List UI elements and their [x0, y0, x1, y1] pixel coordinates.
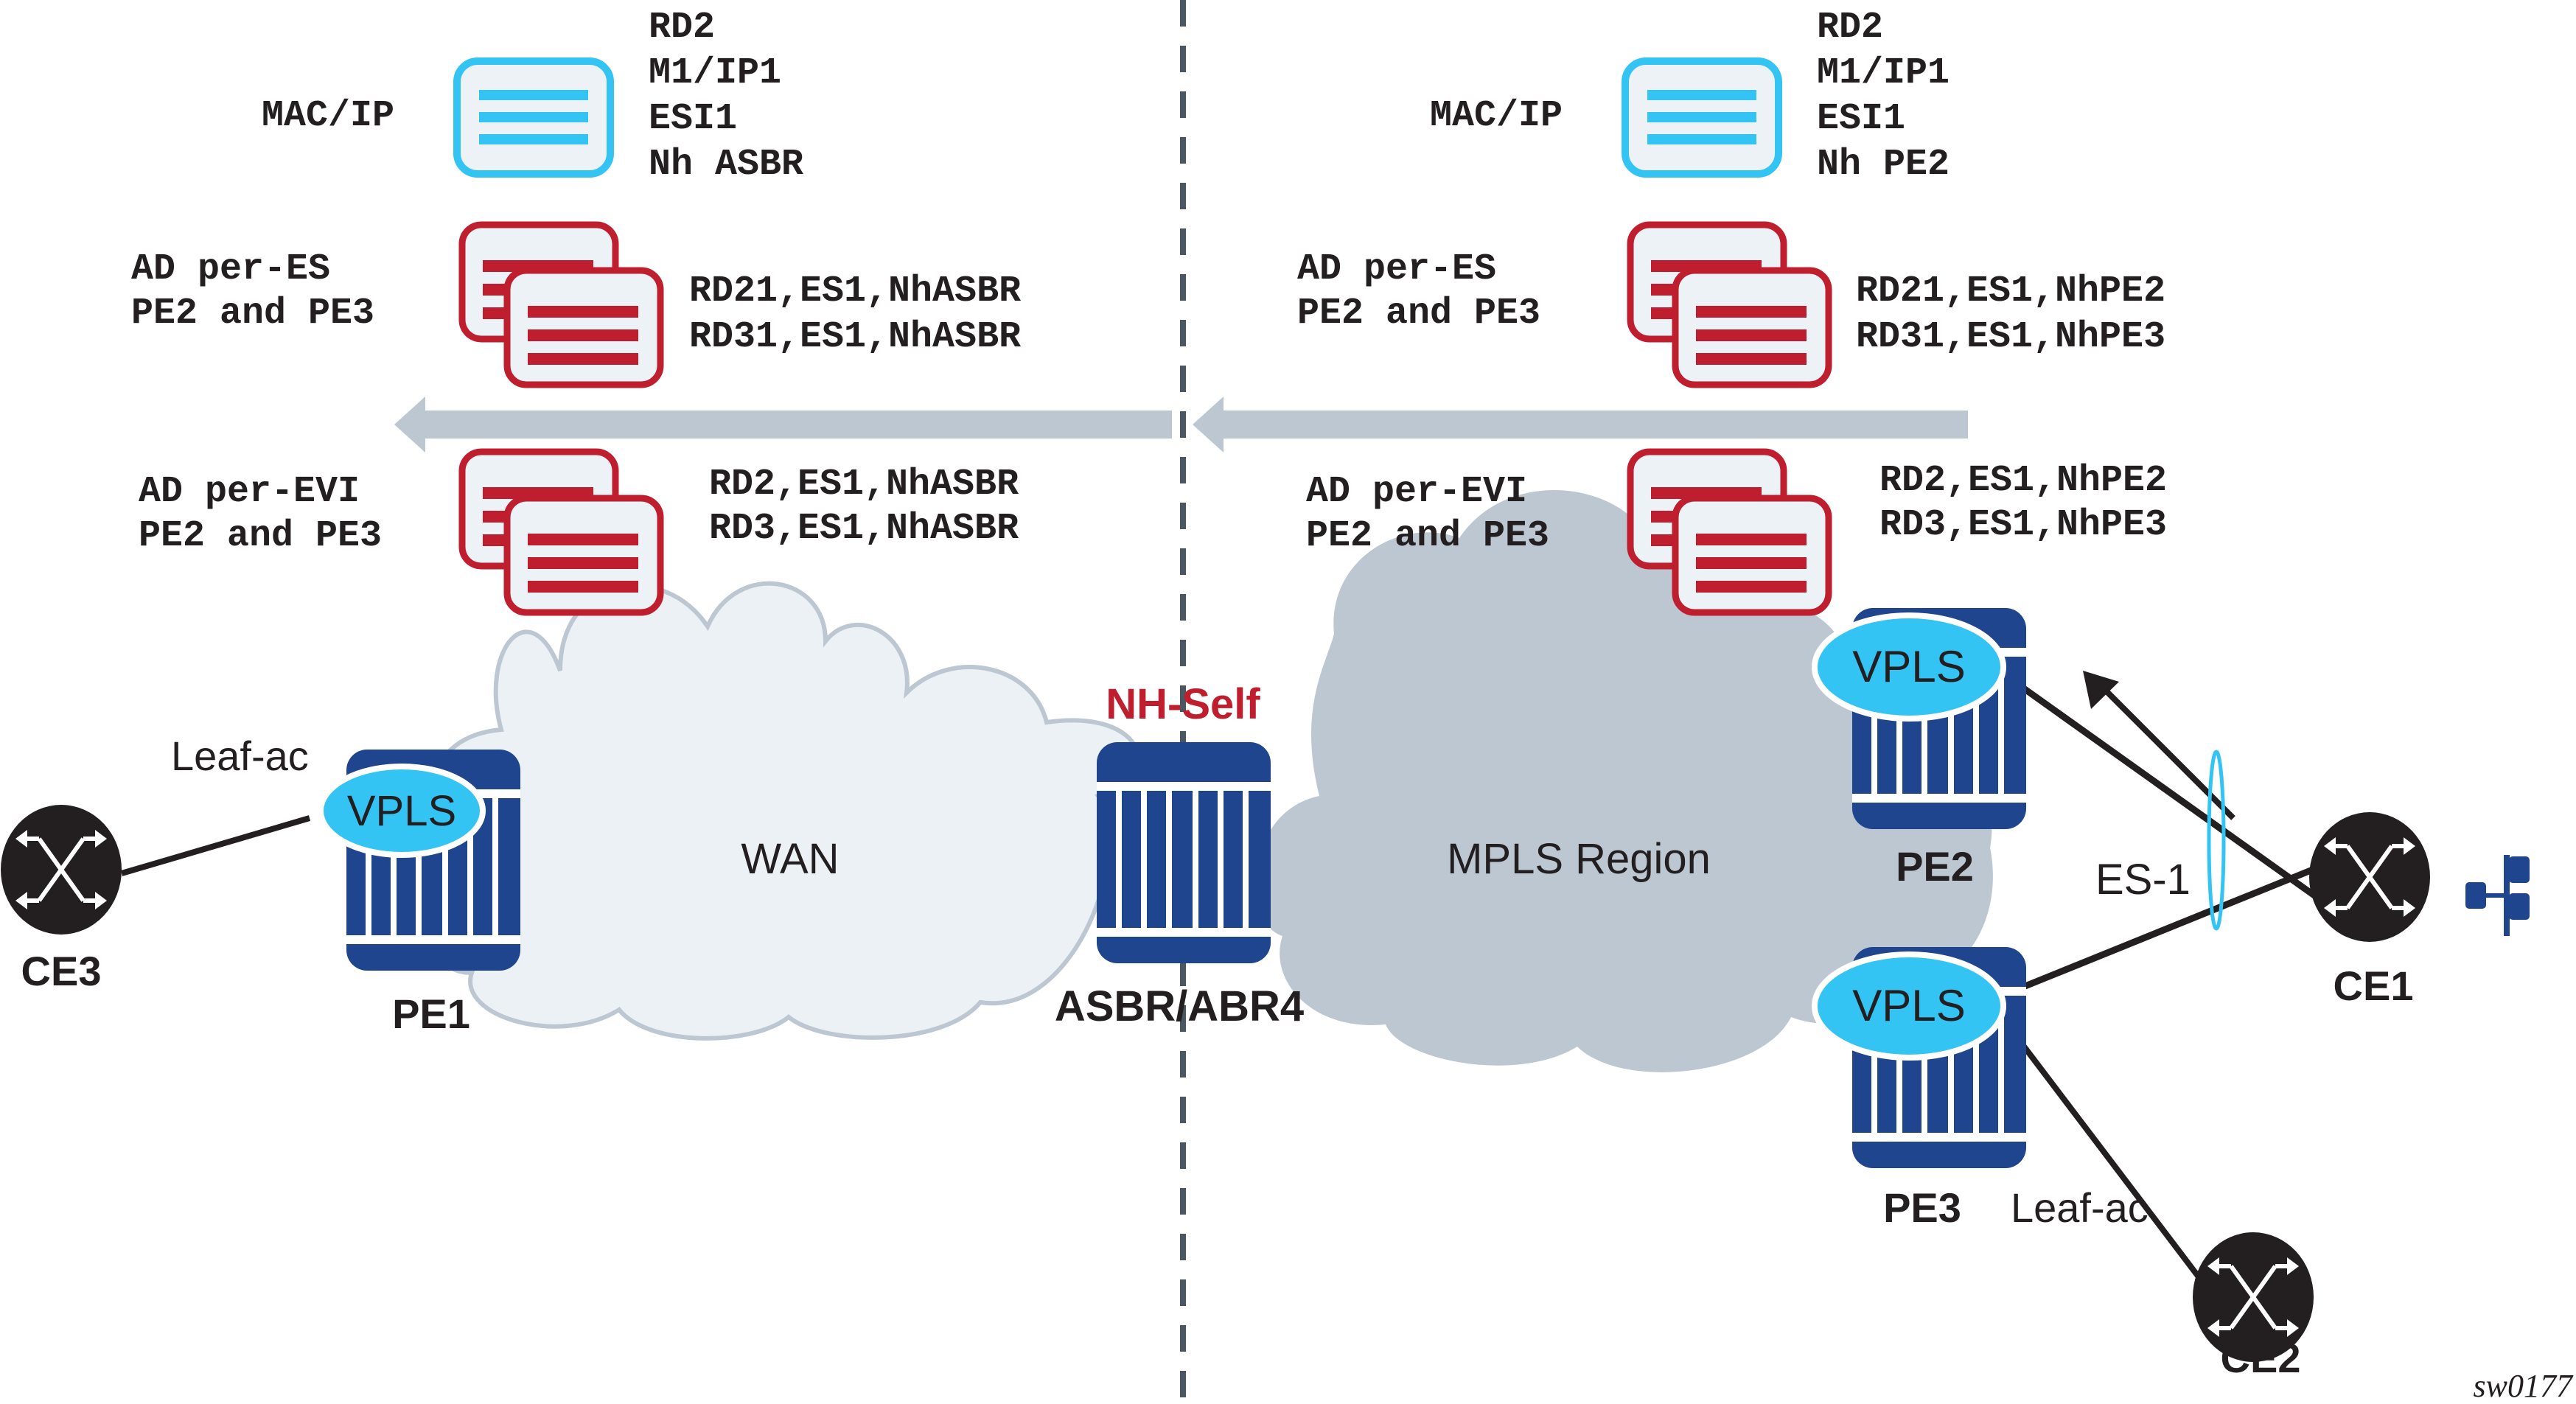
link-ce3-pe1	[120, 815, 311, 876]
vpls-label: VPLS	[1852, 642, 1965, 691]
link-pe2-ce1	[1997, 668, 2317, 898]
right-ad-per-es-label: AD per-ES	[1297, 248, 1496, 290]
ce1-switch[interactable]: CE1	[2309, 812, 2430, 1009]
link-pe3-ce1	[2002, 862, 2323, 999]
wan-label: WAN	[741, 835, 839, 883]
left-mac-ip-line: RD2	[649, 7, 715, 49]
es-1-label: ES-1	[2095, 856, 2191, 904]
left-ad-per-evi-label: AD per-EVI	[139, 471, 360, 513]
pe3-leaf-ac-label: Leaf-ac	[2011, 1184, 2149, 1231]
right-ad-per-evi-line: RD3,ES1,NhPE3	[1879, 504, 2167, 546]
route-card-icon	[507, 270, 660, 385]
left-ad-per-es-route: AD per-ES PE2 and PE3 RD21,ES1,NhASBR RD…	[131, 225, 1021, 385]
mac-ip-route-icon	[1625, 61, 1779, 174]
pe2-router[interactable]: VPLS PE2	[1812, 608, 2026, 890]
ce3-switch[interactable]: CE3	[1, 805, 122, 994]
right-ad-per-evi-route: AD per-EVI PE2 and PE3 RD2,ES1,NhPE2 RD3…	[1306, 452, 2167, 612]
pe2-label: PE2	[1896, 843, 1974, 890]
pe1-leaf-ac-label: Leaf-ac	[171, 733, 309, 779]
mpls-region-label: MPLS Region	[1447, 835, 1711, 883]
pe3-label: PE3	[1883, 1184, 1961, 1231]
right-mac-ip-line: Nh PE2	[1817, 144, 1950, 186]
left-ad-per-es-line: RD21,ES1,NhASBR	[689, 270, 1021, 312]
asbr-label: ASBR/ABR4	[1055, 982, 1304, 1030]
right-mac-ip-line: ESI1	[1817, 98, 1905, 140]
left-ad-per-es-label: AD per-ES	[131, 248, 330, 290]
right-ad-per-es-route: AD per-ES PE2 and PE3 RD21,ES1,NhPE2 RD3…	[1297, 225, 2165, 385]
ce3-label: CE3	[21, 948, 102, 994]
pe3-router[interactable]: VPLS PE3	[1812, 947, 2026, 1231]
left-ad-per-es-sublabel: PE2 and PE3	[131, 293, 374, 335]
es-1-ellipse	[2207, 750, 2226, 931]
advertise-arrow-left	[394, 397, 1172, 453]
right-ad-per-evi-line: RD2,ES1,NhPE2	[1879, 460, 2167, 502]
ce2-switch[interactable]: CE2	[2193, 1232, 2314, 1381]
vpls-instance	[1812, 951, 2006, 1061]
left-ad-per-evi-route: AD per-EVI PE2 and PE3 RD2,ES1,NhASBR RD…	[139, 452, 1019, 612]
right-mac-ip-route: MAC/IP RD2 M1/IP1 ESI1 Nh PE2	[1430, 7, 1950, 186]
route-card-icon	[1675, 498, 1829, 612]
nh-self-label: NH-Self	[1106, 680, 1260, 728]
switch-icon	[1, 805, 122, 935]
link-pe3-ce2	[1996, 1011, 2214, 1296]
right-mac-ip-line: M1/IP1	[1817, 52, 1950, 94]
pe1-router[interactable]: VPLS PE1	[318, 750, 520, 1037]
ce1-label: CE1	[2334, 963, 2414, 1009]
right-mac-ip-line: RD2	[1817, 7, 1883, 49]
switch-icon	[2309, 812, 2430, 942]
left-mac-ip-label: MAC/IP	[262, 95, 394, 137]
vpls-instance	[318, 764, 486, 858]
left-ad-per-evi-line: RD2,ES1,NhASBR	[709, 464, 1019, 506]
vpls-label: VPLS	[347, 787, 456, 835]
wan-cloud	[430, 581, 1141, 1041]
ce2-label: CE2	[2221, 1335, 2301, 1381]
mpls-cloud	[1254, 490, 1993, 1072]
right-ad-per-evi-sublabel: PE2 and PE3	[1306, 515, 1549, 557]
right-mac-ip-label: MAC/IP	[1430, 95, 1563, 137]
left-mac-ip-line: Nh ASBR	[649, 144, 803, 186]
right-ad-per-es-line: RD21,ES1,NhPE2	[1856, 270, 2165, 312]
lan-hosts-icon	[2465, 855, 2530, 936]
left-mac-ip-line: ESI1	[649, 98, 737, 140]
right-ad-per-es-sublabel: PE2 and PE3	[1297, 293, 1540, 335]
vpls-label: VPLS	[1852, 981, 1965, 1030]
asbr-router[interactable]: NH-Self ASBR/ABR4	[1055, 680, 1304, 1030]
pe1-label: PE1	[392, 991, 470, 1037]
left-mac-ip-line: M1/IP1	[649, 52, 781, 94]
route-card-icon	[507, 498, 660, 612]
left-ad-per-evi-sublabel: PE2 and PE3	[139, 515, 382, 557]
vpls-instance	[1812, 612, 2006, 722]
left-ad-per-es-line: RD31,ES1,NhASBR	[689, 316, 1021, 358]
right-ad-per-es-line: RD31,ES1,NhPE3	[1856, 316, 2165, 358]
left-ad-per-evi-line: RD3,ES1,NhASBR	[709, 508, 1019, 550]
figure-id: sw0177	[2474, 1368, 2574, 1404]
mac-ip-route-icon	[457, 61, 610, 174]
right-ad-per-evi-label: AD per-EVI	[1306, 471, 1527, 513]
route-card-icon	[1675, 270, 1829, 385]
left-mac-ip-route: MAC/IP RD2 M1/IP1 ESI1 Nh ASBR	[262, 7, 803, 186]
router-icon	[1097, 742, 1271, 963]
advertise-arrow-right	[1193, 397, 1968, 453]
